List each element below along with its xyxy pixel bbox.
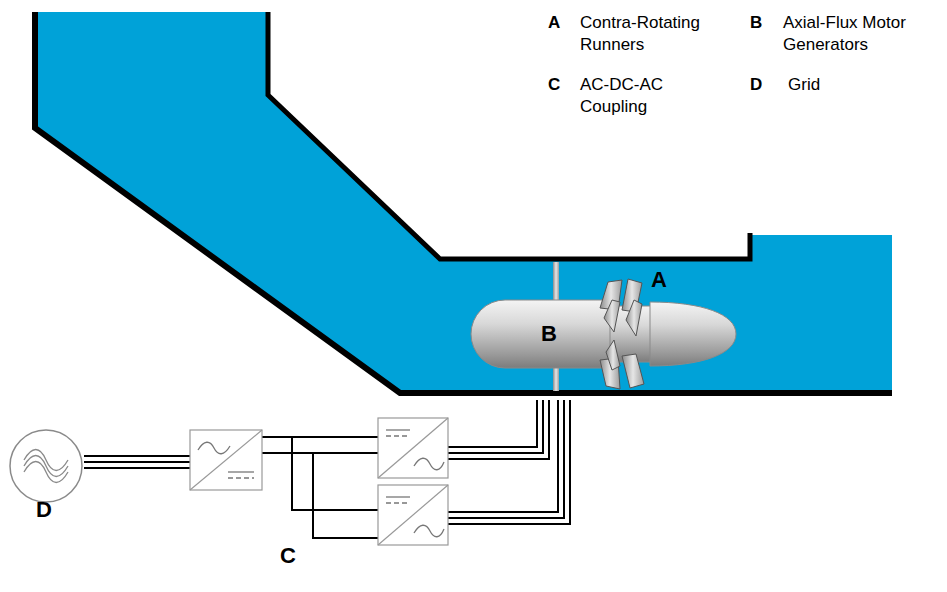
legend-key: D — [750, 74, 762, 96]
callout-letter: C — [280, 542, 296, 571]
channel-wall — [268, 12, 750, 259]
legend-text: Contra-Rotating Runners — [580, 12, 730, 56]
legend-key: B — [750, 12, 762, 34]
grid-symbol — [10, 430, 82, 502]
callout-letter: D — [36, 496, 52, 525]
ac-dc-converter — [190, 430, 262, 490]
channel-wall — [35, 12, 892, 393]
power-wires — [84, 400, 570, 538]
legend-text: Axial-Flux Motor Generators — [783, 12, 935, 56]
support-strut — [553, 262, 559, 302]
generator-bulb — [471, 300, 612, 368]
dc-ac-converter — [378, 485, 448, 545]
support-strut — [553, 366, 559, 391]
legend-key: A — [548, 12, 560, 34]
bulb-nose — [650, 302, 736, 366]
legend-key: C — [548, 74, 560, 96]
legend-text: AC-DC-AC Coupling — [580, 74, 692, 118]
dc-ac-converter — [378, 418, 448, 478]
callout-letter: B — [541, 320, 557, 349]
water-channel — [35, 12, 892, 393]
contra-rotating-runners — [600, 279, 644, 389]
legend-text: Grid — [788, 74, 820, 96]
callout-letter: A — [651, 266, 667, 295]
